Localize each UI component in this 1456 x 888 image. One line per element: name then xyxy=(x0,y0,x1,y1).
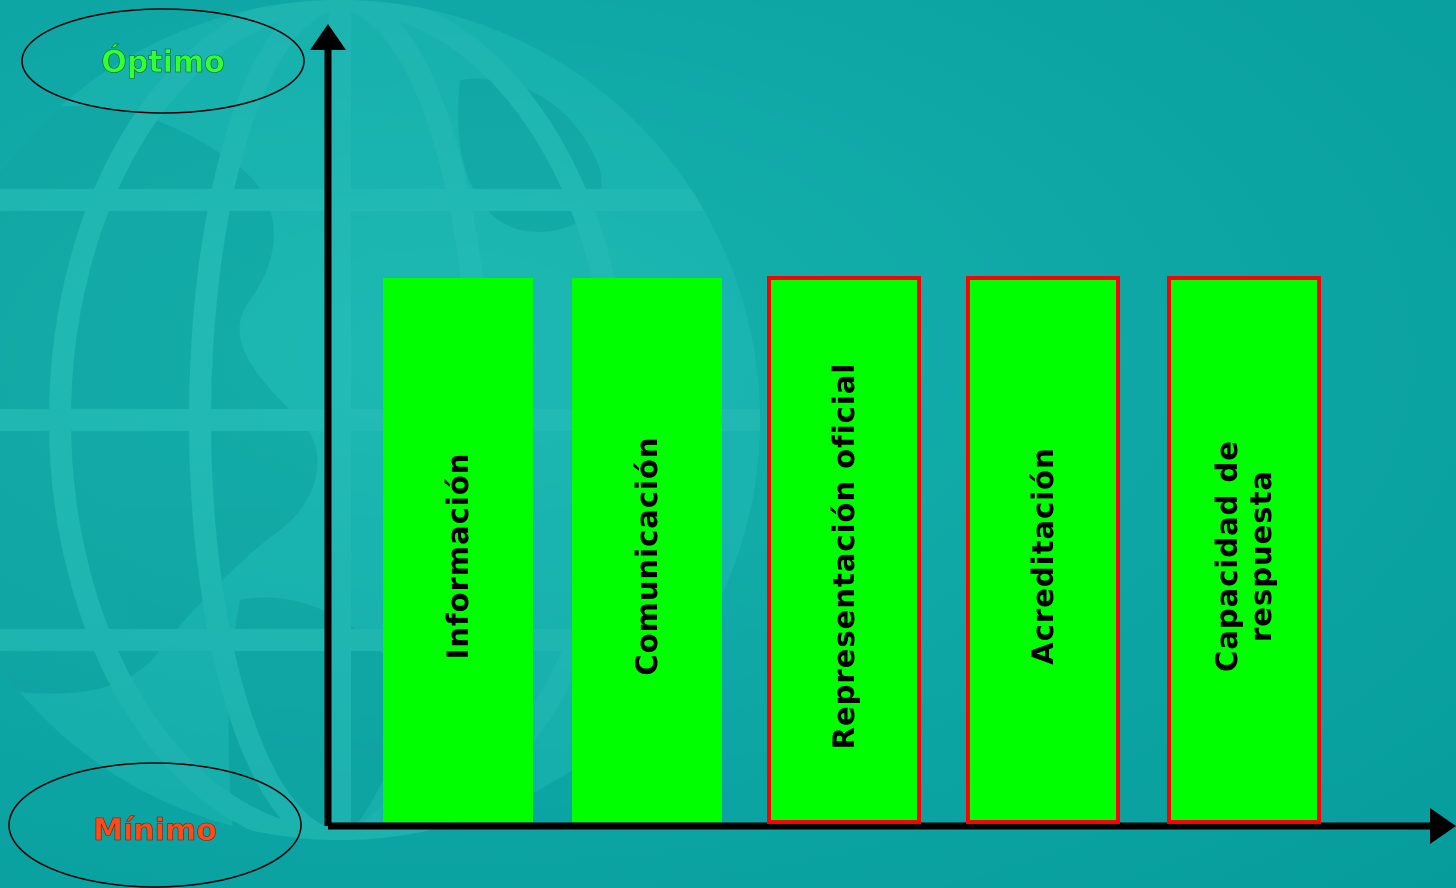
optimo-label-group: Óptimo xyxy=(21,8,305,114)
bar-label: Acreditación xyxy=(1026,447,1060,664)
bar-label-line: Acreditación xyxy=(1026,447,1060,664)
bar-label: Información xyxy=(441,453,475,660)
axes xyxy=(310,24,1456,844)
minimo-label: Mínimo xyxy=(93,813,217,848)
bar xyxy=(1167,276,1321,824)
optimo-label: Óptimo xyxy=(101,43,224,80)
bar-label: Representación oficial xyxy=(827,363,861,750)
bar-label-line: respuesta xyxy=(1244,470,1278,642)
bar-label-line: Comunicación xyxy=(630,436,664,675)
bar-label-line: Capacidad de xyxy=(1210,440,1244,672)
globe-icon xyxy=(0,0,760,840)
bar xyxy=(966,276,1120,824)
bar-label-line: Representación oficial xyxy=(827,363,861,750)
y-axis-arrow-icon xyxy=(310,24,346,50)
x-axis-arrow-icon xyxy=(1430,808,1456,844)
optimo-ellipse xyxy=(21,8,305,114)
bar xyxy=(383,278,533,822)
bar-label: Capacidad derespuesta xyxy=(1210,440,1278,672)
bar-label-line: Información xyxy=(441,453,475,660)
bar-label: Comunicación xyxy=(630,436,664,675)
bar xyxy=(767,276,921,824)
minimo-label-group: Mínimo xyxy=(8,762,302,888)
bars: Información Comunicación Representación of… xyxy=(383,276,1321,824)
minimo-ellipse xyxy=(8,762,302,888)
bar xyxy=(572,278,722,822)
